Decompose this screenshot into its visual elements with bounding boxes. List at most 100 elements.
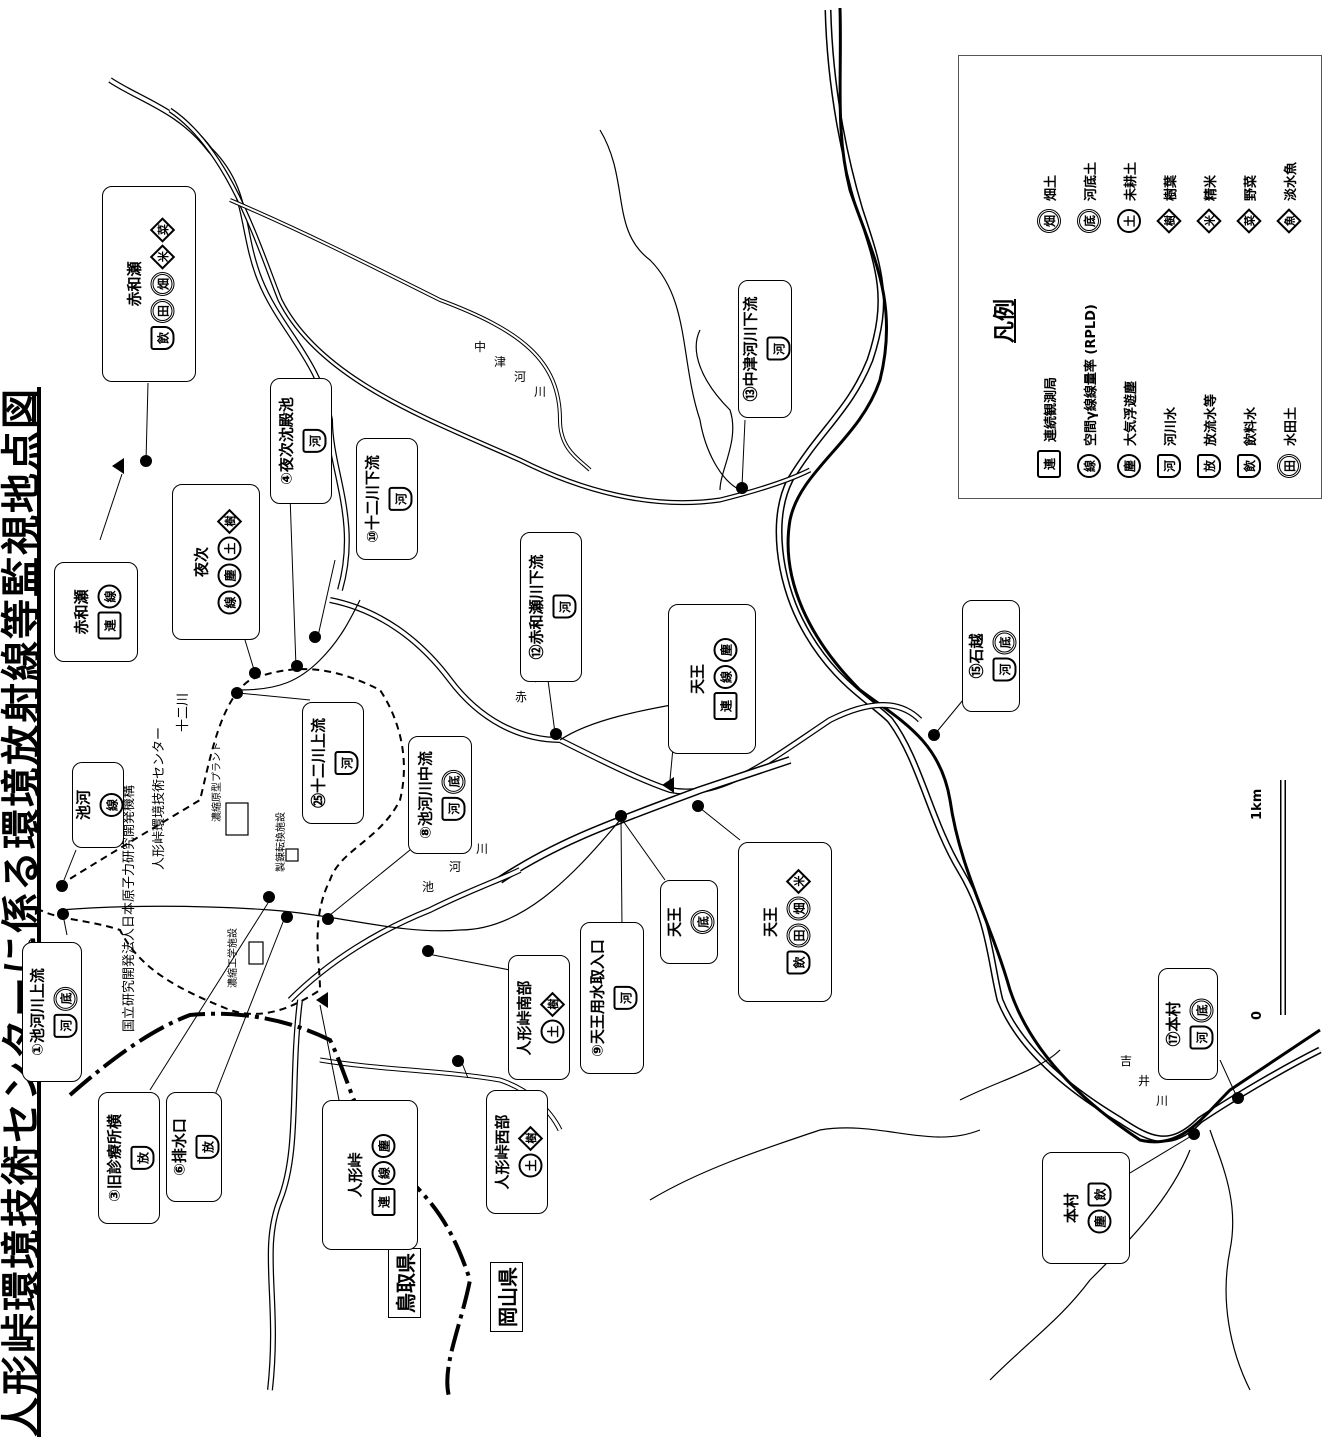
symbol-circle-icon: 塵 — [371, 1134, 396, 1158]
point-symbols: 河底 — [441, 769, 466, 821]
legend-item: 土未耕土 — [1117, 162, 1141, 233]
point-box-content: 本村塵飲 — [1061, 1182, 1112, 1234]
symbol-circle-icon: 塵 — [713, 638, 738, 662]
point-box-p3: ③旧診療所横放 — [98, 1092, 160, 1224]
point-symbols: 河 — [613, 986, 638, 1011]
legend-item-text: 精米 — [1203, 174, 1219, 201]
point-symbols: 線塵土樹 — [216, 508, 243, 615]
symbol-dcircle-icon: 底 — [1189, 998, 1214, 1023]
symbol-circle-icon: 塵 — [217, 563, 242, 588]
symbol-diamond-icon: 樹 — [539, 991, 566, 1017]
point-symbols: 連線塵 — [713, 638, 738, 720]
symbol-arrow-icon: 連 — [97, 611, 122, 640]
point-box-content: ⑥排水口放 — [169, 1118, 220, 1176]
symbol-pentagon-icon: 飲 — [1087, 1182, 1112, 1207]
point-box-content: 天王飲田畑米 — [760, 868, 812, 975]
nakatsu-river-1: 中 — [474, 340, 487, 354]
symbol-dcircle-icon: 田 — [1277, 454, 1301, 478]
symbol-arrow-icon: 連 — [1037, 450, 1061, 478]
point-label: ⑮石越 — [967, 633, 986, 679]
symbol-pentagon-icon: 飲 — [1237, 454, 1261, 478]
legend-item-text: 樹葉 — [1163, 174, 1179, 201]
point-symbols: 土樹 — [517, 1125, 544, 1178]
symbol-dcircle-icon: 畑 — [786, 896, 811, 921]
point-label: ③旧診療所横 — [105, 1114, 124, 1202]
prefecture-boundary — [68, 1011, 473, 1401]
symbol-arrow-icon: 連 — [371, 1188, 396, 1216]
symbol-pentagon-icon: 放 — [130, 1146, 155, 1171]
point-box-akawaseB: 赤和瀬飲田畑米菜 — [102, 186, 196, 382]
symbol-diamond-icon: 樹 — [216, 508, 243, 535]
legend-item: 田水田土 — [1277, 407, 1301, 478]
scale-zero: 0 — [1250, 1010, 1265, 1020]
point-box-content: 赤和瀬連線 — [71, 584, 122, 640]
yoshii-river-1: 吉 — [1120, 1054, 1133, 1068]
legend-item: 畑畑土 — [1037, 175, 1061, 233]
symbol-dcircle-icon: 底 — [1077, 209, 1101, 233]
point-box-honmura: 本村塵飲 — [1042, 1152, 1130, 1264]
point-symbols: 河底 — [53, 986, 78, 1038]
symbol-pentagon-icon: 河 — [613, 986, 638, 1011]
symbol-pentagon-icon: 河 — [441, 796, 466, 821]
point-symbols: 河底 — [1189, 998, 1214, 1050]
point-label: 本村 — [1062, 1193, 1081, 1224]
symbol-pentagon-icon: 河 — [388, 487, 413, 512]
center-label: 人形峠環境技術センター — [152, 726, 167, 870]
point-label: 赤和瀬 — [72, 589, 91, 635]
legend-item-text: 大気浮遊塵 — [1123, 380, 1139, 446]
symbol-dcircle-icon: 畑 — [150, 272, 175, 296]
yoshii-river-3: 川 — [1156, 1094, 1169, 1108]
point-box-content: 赤和瀬飲田畑米菜 — [124, 217, 176, 350]
symbol-diamond-icon: 樹 — [1156, 208, 1182, 234]
legend-item: 魚淡水魚 — [1276, 161, 1302, 234]
symbol-diamond-icon: 米 — [149, 244, 176, 270]
symbol-diamond-icon: 米 — [785, 868, 812, 895]
point-box-content: ⑰本村河底 — [1163, 998, 1214, 1050]
point-label: 天王 — [761, 907, 780, 938]
point-label: ⑬中津河川下流 — [741, 296, 760, 402]
point-symbols: 連線塵 — [371, 1134, 396, 1216]
okayama-prefecture-label: 岡山県 — [490, 1262, 523, 1332]
point-symbols: 河 — [766, 337, 791, 362]
point-box-p12: ⑫赤和瀬川下流河 — [520, 532, 582, 682]
legend-item: 底河底土 — [1077, 162, 1101, 233]
yoshii-river-2: 井 — [1138, 1074, 1151, 1088]
legend-item: 連連続観測局 — [1037, 377, 1061, 478]
point-label: ⑩十二川下流 — [363, 455, 382, 543]
point-box-content: ⑮石越河底 — [966, 630, 1017, 682]
symbol-pentagon-icon: 飲 — [786, 950, 811, 975]
point-label: 池河 — [74, 789, 93, 821]
symbol-circle-icon: 線 — [99, 793, 124, 818]
legend-item: 河河川水 — [1157, 407, 1181, 478]
legend: 凡例 連連続観測局線空間γ線線量率 (RPLD) 塵 大気浮遊塵 河河川水放放流水等飲… — [958, 55, 1322, 499]
point-label: ⑰本村 — [1164, 1001, 1183, 1047]
symbol-diamond-icon: 魚 — [1276, 208, 1302, 234]
legend-item: 菜野菜 — [1236, 175, 1262, 234]
symbol-dcircle-icon: 底 — [992, 630, 1017, 655]
point-box-content: 人形峠南部土樹 — [514, 980, 566, 1055]
point-label: 人形峠西部 — [493, 1114, 512, 1190]
point-box-tennoC: 天王連線塵 — [668, 604, 756, 754]
point-box-content: 人形峠西部土樹 — [492, 1114, 544, 1190]
symbol-circle-icon: 塵 — [1117, 454, 1141, 478]
point-label: 夜次 — [192, 547, 211, 578]
symbol-diamond-icon: 菜 — [1236, 208, 1262, 234]
point-symbols: 飲田畑米 — [785, 868, 812, 975]
ikego-river-3: 川 — [476, 842, 489, 856]
point-symbols: 連線 — [97, 584, 122, 640]
legend-heading: 凡例 — [993, 298, 1018, 343]
legend-item: 放放流水等 — [1197, 394, 1221, 478]
legend-item-text: 淡水魚 — [1283, 161, 1299, 201]
legend-item-text: 空間γ線線量率 (RPLD) — [1083, 304, 1099, 446]
point-symbols: 河 — [552, 595, 577, 620]
point-box-ikego: 池河線 — [72, 762, 124, 848]
point-box-yotsugi: 夜次線塵土樹 — [172, 484, 260, 640]
symbol-circle-icon: 土 — [1117, 209, 1141, 233]
ikego-river-1: 池 — [422, 880, 435, 894]
point-label: ⑫赤和瀬川下流 — [527, 554, 546, 660]
symbol-diamond-icon: 菜 — [149, 217, 176, 243]
point-box-p8: ⑧池河川中流河底 — [408, 736, 472, 854]
legend-item: 線空間γ線線量率 (RPLD) — [1077, 304, 1101, 478]
point-symbols: 放 — [195, 1135, 220, 1160]
point-label: ⑨天王用水取入口 — [588, 939, 607, 1057]
